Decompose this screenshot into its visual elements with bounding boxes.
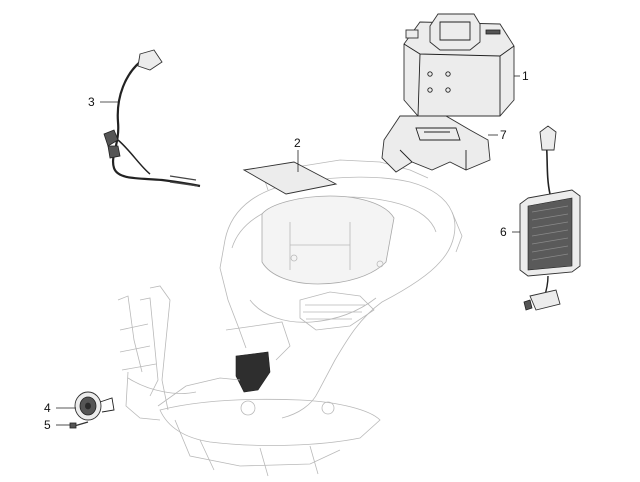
callout-4: 4 [44, 401, 51, 415]
part-6-charger [519, 125, 581, 311]
callout-1: 1 [522, 69, 529, 83]
callout-3: 3 [88, 95, 95, 109]
part-1-battery [403, 13, 515, 117]
callout-labels: 1 2 3 4 5 6 7 [44, 69, 529, 432]
part-5-screw [69, 421, 89, 429]
callout-2: 2 [294, 136, 301, 150]
part-7-battery-tray [381, 115, 491, 173]
callout-5: 5 [44, 418, 51, 432]
callout-6: 6 [500, 225, 507, 239]
part-4-horn [74, 391, 115, 421]
callout-7: 7 [500, 128, 507, 142]
leader-lines [56, 75, 520, 426]
part-3-wiring-harness [103, 49, 201, 188]
part-2-plate [242, 161, 338, 195]
scooter-frame-outline [117, 159, 463, 477]
